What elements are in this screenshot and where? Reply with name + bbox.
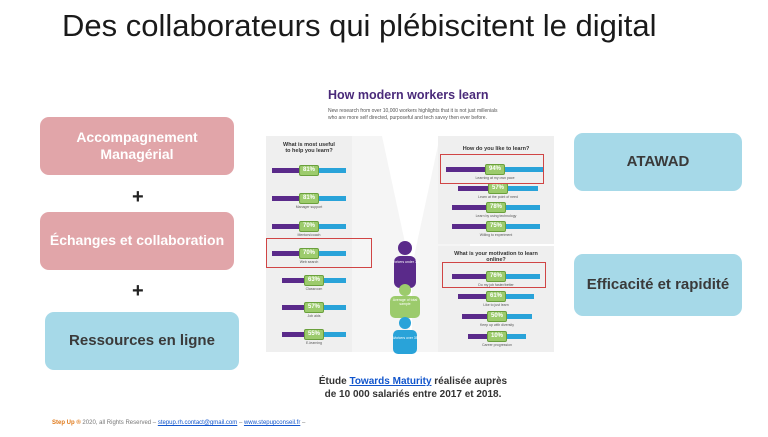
left-bar-5: 63% [282,275,346,286]
box-efficacite: Efficacité et rapidité [574,254,742,316]
footer-end: – [300,420,306,426]
footer-sep: – [237,420,244,426]
box-ressources: Ressources en ligne [45,312,239,370]
left-bar-3: 70% [272,221,346,232]
footer-email-link[interactable]: stepup.rh.contact@gmail.com [157,420,238,426]
right-bar-3: 78% [452,202,540,213]
worker-over-35-icon [393,317,417,354]
towards-maturity-link[interactable]: Towards Maturity [349,376,432,387]
right-bar-label: Like to just learn [483,303,509,307]
infographic-title: How modern workers learn [328,88,489,102]
box-accompagnement: Accompagnement Managérial [40,117,234,175]
highlight-box [266,238,372,268]
right-bar-label: Learn at the point of need [478,195,518,199]
right-bar-6: 61% [458,291,534,302]
plus-sign: + [132,186,144,208]
plus-sign: + [132,280,144,302]
left-bar-label: Classroom [305,287,323,291]
legend-average: Average of total sample [392,298,418,306]
footer-text: 2020, all Rights Reserved – [80,420,158,426]
right-panel-header-1: How do you like to learn? [462,146,530,152]
right-bar-label: Keep up with diversity [479,323,515,327]
left-bar-label: Manager support [295,205,323,209]
right-bar-8: 10% [468,331,526,342]
left-bar-6: 57% [282,302,346,313]
right-bar-label: Learning at my own pace [475,176,515,180]
right-bar-label: Willing to experiment [479,233,513,237]
left-bar-4: 70% [272,248,346,259]
highlight-box [442,262,546,288]
legend-under: Workers under 35 [391,260,419,264]
left-bar-label: E-learning [306,341,322,345]
right-bar-label: Career progression [482,343,512,347]
left-bar-2: 81% [272,193,346,204]
right-bar-1: 94% [446,164,544,175]
footer-site-link[interactable]: www.stepupconseil.fr [243,420,301,426]
worker-under-35-icon [394,241,416,288]
footer: Step Up ® 2020, all Rights Reserved – st… [52,420,305,426]
right-bar-7: 50% [462,311,532,322]
right-panel-header-2: What is your motivation to learn online? [454,251,538,263]
infographic-subtitle: New research from over 10,000 workers hi… [328,108,498,121]
right-bar-label: Do my job faster/better [478,283,514,287]
left-bar-7: 55% [282,329,346,340]
study-caption: Étude Towards Maturity réalisée auprès d… [318,375,508,401]
right-bar-5: 76% [452,271,540,282]
highlight-box [440,154,544,184]
left-bar-label: Web search [299,260,319,264]
left-bar-1: 81% [272,165,346,176]
left-bar-label: Job aids [307,314,321,318]
average-sample-icon [390,284,420,318]
footer-brand: Step Up ® [52,420,81,426]
right-bar-4: 75% [452,221,540,232]
slide-title: Des collaborateurs qui plébiscitent le d… [62,8,657,43]
left-bar-label: Mentors/coach [297,233,321,237]
left-panel-header: What is most useful to help you learn? [283,142,335,154]
right-bar-label: Learn by using technology [475,214,517,218]
infographic: How modern workers learn New research fr… [262,78,558,356]
box-atawad: ATAWAD [574,133,742,191]
right-bar-2: 57% [458,183,538,194]
box-echanges: Échanges et collaboration [40,212,234,270]
legend-over: Workers over 35 [392,336,418,340]
study-prefix: Étude [318,376,347,387]
study-suffix: réalisée auprès de 10 000 salariés entre… [324,376,508,400]
